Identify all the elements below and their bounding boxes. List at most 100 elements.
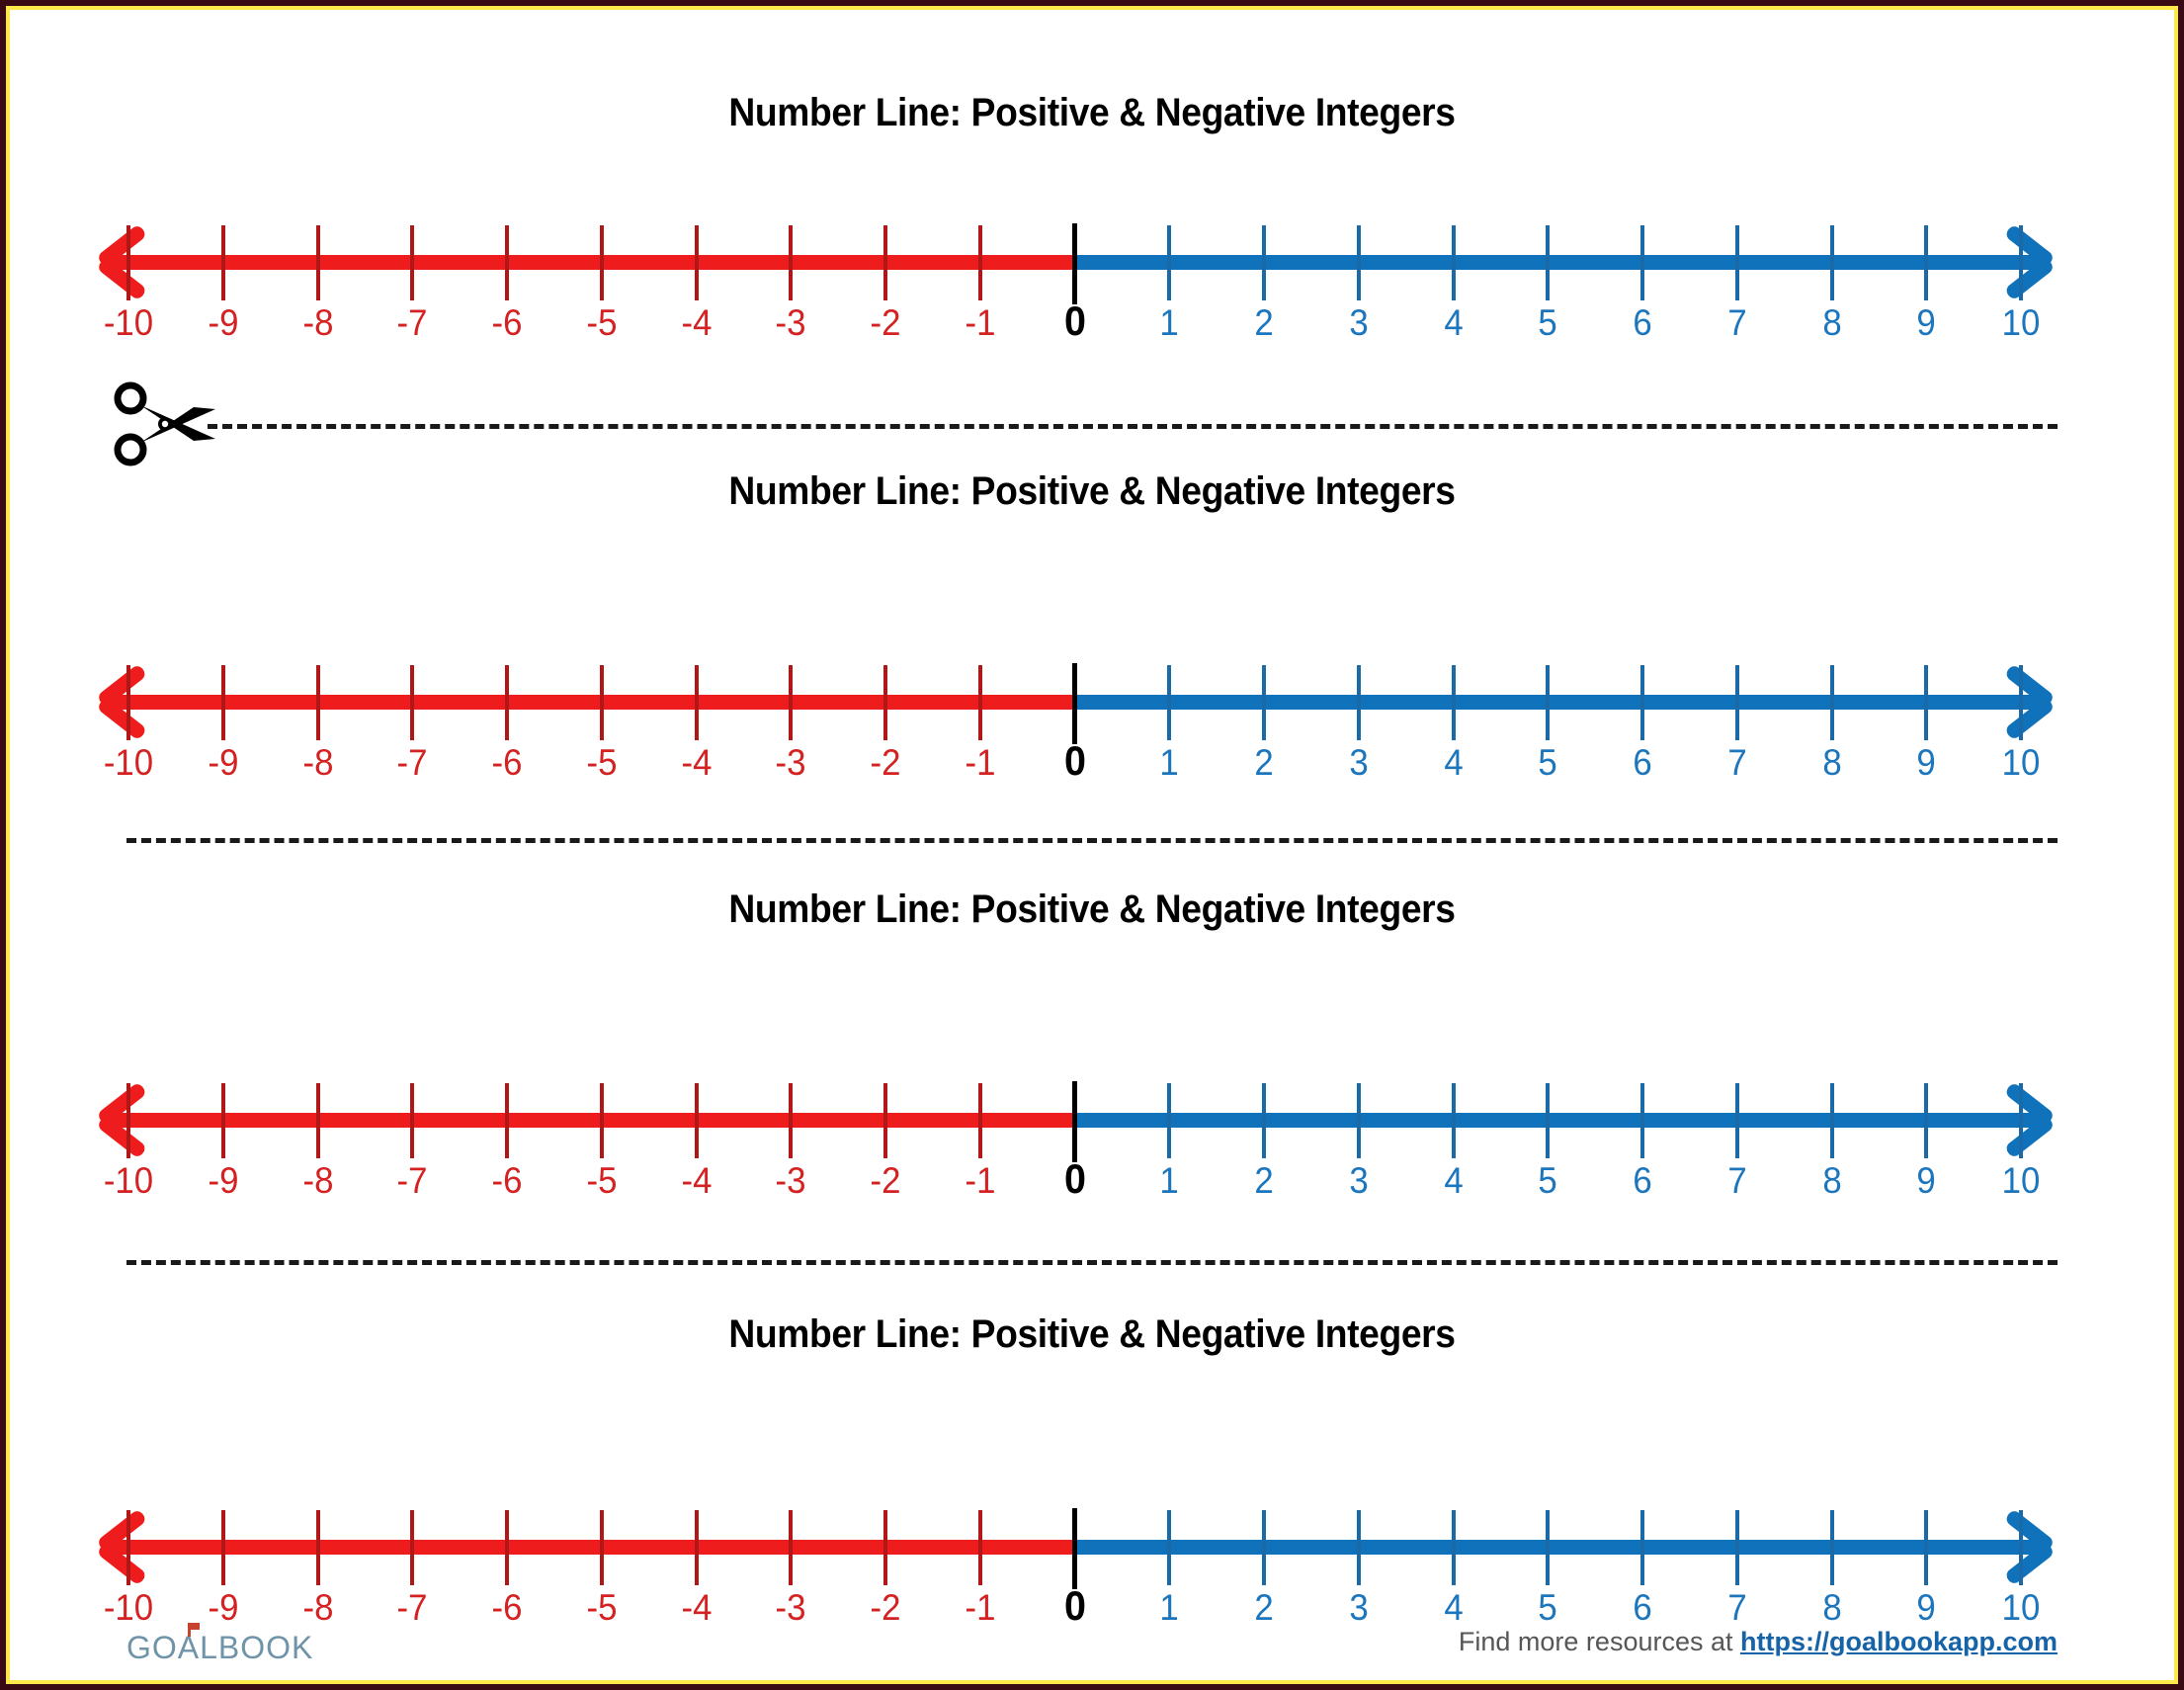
axis-tick-label: 7 [1727, 302, 1747, 343]
axis-tick [410, 1510, 415, 1585]
axis-tick [126, 665, 130, 740]
axis-tick-label: 2 [1254, 1587, 1274, 1628]
axis-tick-label: -5 [586, 302, 618, 343]
axis-tick-label: -7 [396, 1587, 428, 1628]
axis-tick [694, 1083, 699, 1158]
axis-tick [1546, 1510, 1551, 1585]
axis-tick [1262, 1083, 1266, 1158]
negative-segment [101, 695, 1075, 710]
axis-tick [599, 665, 604, 740]
axis-tick [1640, 665, 1644, 740]
axis-tick [977, 1083, 982, 1158]
axis-tick [220, 665, 225, 740]
axis-tick [1451, 225, 1456, 300]
axis-tick-label: -3 [775, 302, 806, 343]
axis-tick [694, 665, 699, 740]
axis-tick-label: -4 [681, 302, 712, 343]
axis-tick-label: 5 [1538, 302, 1557, 343]
axis-tick-label: -7 [396, 1160, 428, 1201]
axis-tick-label: 4 [1443, 1587, 1464, 1628]
axis-tick-label: 3 [1349, 742, 1369, 783]
axis-tick [1356, 665, 1361, 740]
axis-tick [1451, 1510, 1456, 1585]
axis-tick [505, 1510, 509, 1585]
axis-tick-label: 7 [1727, 1587, 1747, 1628]
goalbook-url-link[interactable]: https://goalbookapp.com [1740, 1627, 2058, 1656]
axis-tick-label: 2 [1254, 742, 1274, 783]
axis-tick [599, 1510, 604, 1585]
axis-tick [1924, 225, 1929, 300]
axis-tick-label: 7 [1727, 742, 1747, 783]
axis-tick [1072, 1081, 1077, 1162]
axis-tick [1167, 1083, 1172, 1158]
axis-tick-label: 6 [1633, 302, 1652, 343]
axis-tick-label: 0 [1063, 297, 1086, 344]
axis-tick-label: 9 [1916, 302, 1936, 343]
axis-tick [1356, 1510, 1361, 1585]
axis-tick [883, 1510, 887, 1585]
axis-tick [410, 665, 415, 740]
axis-tick-label: 9 [1916, 742, 1936, 783]
axis-tick-label: -7 [396, 742, 428, 783]
axis-tick [1167, 225, 1172, 300]
axis-tick-label: -10 [103, 1160, 154, 1201]
positive-segment [1074, 695, 2051, 710]
axis-tick [315, 665, 320, 740]
page-frame: Number Line: Positive & Negative Integer… [6, 6, 2178, 1684]
axis-tick [977, 225, 982, 300]
axis-tick-label: 6 [1633, 1587, 1652, 1628]
axis-tick-label: 6 [1633, 1160, 1652, 1201]
axis-tick-label: -4 [681, 1587, 712, 1628]
axis-tick-label: -6 [491, 1587, 523, 1628]
axis-tick [789, 225, 794, 300]
axis-tick-label: 2 [1254, 1160, 1274, 1201]
number-line-title: Number Line: Positive & Negative Integer… [728, 469, 1456, 513]
negative-segment [101, 255, 1075, 270]
axis-tick [1924, 1083, 1929, 1158]
axis-tick-label: -9 [208, 302, 239, 343]
axis-tick-label: -2 [870, 302, 901, 343]
axis-tick [315, 225, 320, 300]
axis-tick [1072, 1508, 1077, 1589]
cut-line [208, 424, 2058, 429]
axis-tick [220, 1510, 225, 1585]
axis-tick [1546, 225, 1551, 300]
axis-tick [1356, 1083, 1361, 1158]
axis-tick [505, 1083, 509, 1158]
number-line-title: Number Line: Positive & Negative Integer… [728, 1312, 1456, 1356]
axis-tick-label: -4 [681, 742, 712, 783]
axis-tick [2019, 225, 2023, 300]
axis-tick [126, 1510, 130, 1585]
axis-tick [1262, 1510, 1266, 1585]
axis-tick [2019, 665, 2023, 740]
axis-tick [1924, 1510, 1929, 1585]
axis-tick [315, 1083, 320, 1158]
axis-tick [410, 225, 415, 300]
axis-tick-label: -8 [302, 1587, 333, 1628]
axis-tick [883, 1083, 887, 1158]
axis-tick [1734, 1083, 1739, 1158]
axis-tick-label: 1 [1159, 742, 1179, 783]
axis-tick [2019, 1510, 2023, 1585]
axis-tick-label: -5 [586, 1160, 618, 1201]
axis-tick [1829, 1083, 1834, 1158]
axis-tick-label: 0 [1063, 1582, 1086, 1629]
positive-segment [1074, 1113, 2051, 1128]
axis-tick [599, 225, 604, 300]
axis-tick-label: 10 [2001, 1160, 2041, 1201]
axis-tick-label: 0 [1063, 737, 1086, 784]
number-line-title: Number Line: Positive & Negative Integer… [728, 91, 1456, 134]
axis-tick [315, 1510, 320, 1585]
axis-tick [1167, 1510, 1172, 1585]
footer-note: Find more resources at https://goalbooka… [1459, 1627, 2058, 1657]
axis-tick-label: 4 [1443, 1160, 1464, 1201]
axis-tick [1640, 225, 1644, 300]
axis-tick [2019, 1083, 2023, 1158]
positive-segment [1074, 1540, 2051, 1555]
axis-tick [1640, 1510, 1644, 1585]
